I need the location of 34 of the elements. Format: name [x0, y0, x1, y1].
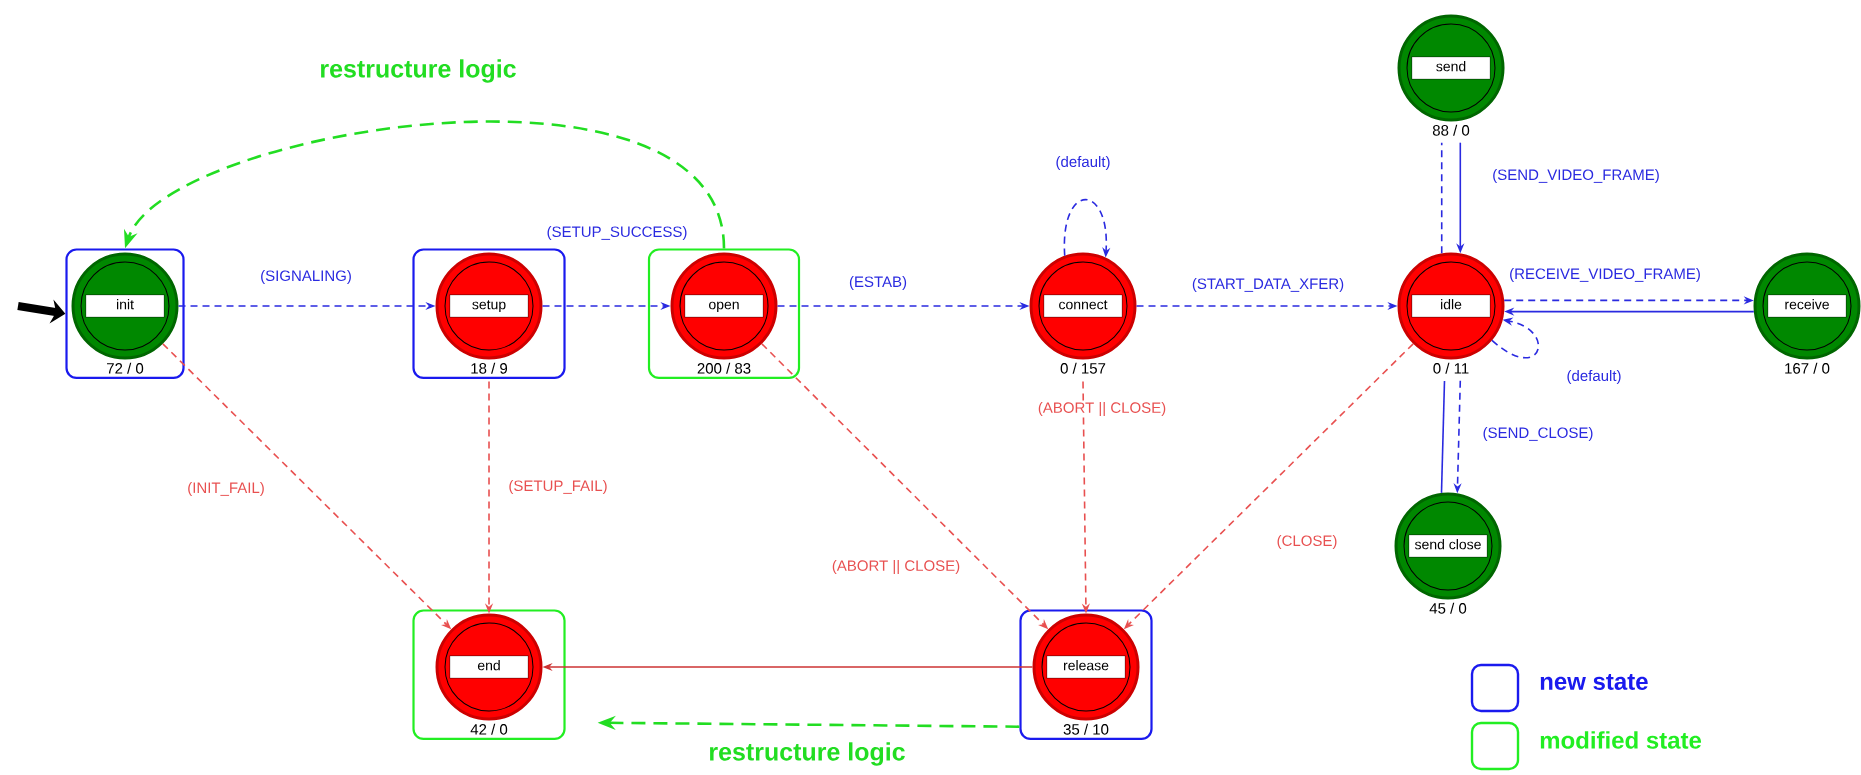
state-count: 45 / 0 — [1429, 602, 1467, 614]
state-count: 35 / 10 — [1063, 723, 1109, 735]
edge-label: (ABORT || CLOSE) — [832, 559, 960, 574]
state-frame — [412, 248, 566, 379]
edge-label: (SEND_VIDEO_FRAME) — [1493, 169, 1659, 183]
edge-label: (ABORT || CLOSE) — [1038, 401, 1166, 416]
state-frame — [1019, 609, 1153, 740]
arrow — [124, 120, 726, 249]
edge-label: (SETUP_FAIL) — [509, 480, 607, 494]
state-frame — [65, 248, 185, 379]
state-count: 0 / 157 — [1060, 362, 1106, 374]
state-count: 200 / 83 — [697, 362, 751, 374]
edge-label: (default) — [1567, 370, 1621, 384]
edge-label: (RECEIVE_VIDEO_FRAME) — [1510, 268, 1700, 282]
state-count: 88 / 0 — [1432, 124, 1470, 136]
state-count: 0 / 11 — [1433, 362, 1469, 374]
state-frame — [647, 248, 801, 379]
edge-label: (ESTAB) — [849, 276, 907, 290]
edge-label: (SETUP_SUCCESS) — [547, 226, 687, 240]
state-count: 42 / 0 — [470, 723, 508, 735]
edge-label: (START_DATA_XFER) — [1192, 278, 1344, 292]
legend-text: modified state — [1540, 731, 1702, 749]
edge-label: restructure logic — [710, 742, 905, 766]
edge-label: (SIGNALING) — [261, 270, 351, 284]
legend-text: new state — [1540, 674, 1648, 690]
state-count: 167 / 0 — [1785, 362, 1830, 374]
edge-label: restructure logic — [321, 59, 516, 83]
state-count: 72 / 0 — [107, 362, 144, 374]
edge-label: (SEND_CLOSE) — [1483, 427, 1593, 441]
edge-label: (CLOSE) — [1277, 535, 1337, 549]
edge-label: (default) — [1056, 156, 1110, 170]
state-frame — [412, 609, 566, 740]
state-count: 18 / 9 — [471, 362, 508, 374]
edge-label: (INIT_FAIL) — [188, 482, 264, 496]
